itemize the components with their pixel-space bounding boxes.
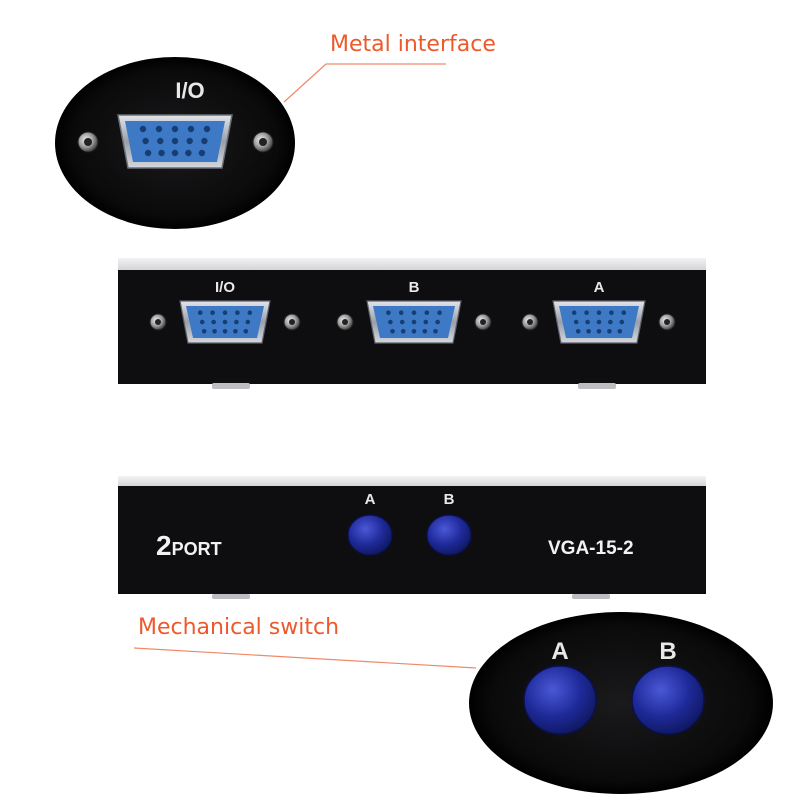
button-a-front [347,514,393,556]
vga-pin-hole [201,329,207,334]
vga-pin-hole [437,310,442,316]
vga-pin-hole [142,137,149,145]
callout-mechanical-switch: Mechanical switch [138,615,340,640]
screw-io-left [149,313,167,331]
zoom-button-label-b: B [659,638,677,665]
vga-pin-hole [400,329,406,334]
vga-pin-hole [386,310,391,316]
model-number: VGA-15-2 [548,538,634,559]
vga-pin-hole [596,310,602,316]
screw-zoom-left [77,131,99,153]
vga-pin-hole [398,310,404,316]
vga-pin-hole [222,329,228,334]
vga-pin-hole [199,319,205,325]
vga-pin-hole [186,137,193,145]
vga-pin-hole [171,125,179,133]
vga-pin-hole [399,319,405,325]
vga-pin-hole [584,310,589,316]
vga-pin-hole [222,310,228,316]
vga-pin-hole [609,310,614,316]
zoom-port-label: I/O [175,78,205,103]
rear-port-label-b: B [408,279,420,296]
screw-zoom-right [252,131,274,153]
vga-pin-hole [596,319,602,325]
front-panel [118,476,706,599]
front-button-label-b: B [443,491,455,508]
vga-pin-hole [245,319,251,325]
callout-line-top [283,63,446,103]
vga-pin-hole [621,310,627,316]
vga-pin-hole [424,310,430,316]
screw-a-left [521,313,539,331]
vga-pin-hole [571,310,577,316]
vga-pin-hole [201,137,208,145]
vga-pin-hole [203,125,211,133]
vga-pin-hole [197,310,203,316]
rear-port-label-io: I/O [214,279,235,296]
vga-pin-hole [585,319,590,325]
zoom-lens-top [55,57,295,229]
vga-pin-hole [187,125,195,133]
vga-pin-hole [171,137,179,145]
rear-port-label-a: A [593,279,605,296]
button-b-zoom [631,665,705,735]
rear-panel [118,258,706,389]
zoom-lens-bottom [469,612,773,794]
vga-pin-hole [422,329,428,334]
vga-pin-hole [144,149,152,157]
vga-pin-hole [411,329,417,334]
button-a-zoom [523,665,597,735]
vga-pin-hole [607,329,612,334]
vga-pin-hole [210,310,215,316]
vga-pin-hole [198,149,206,157]
vga-pin-hole [212,329,217,334]
vga-pin-hole [233,329,238,334]
vga-pin-hole [155,125,163,133]
callout-line-bottom [133,647,477,669]
vga-pin-hole [171,149,179,157]
vga-pin-hole [619,319,625,325]
vga-pin-hole [617,329,623,334]
vga-pin-hole [433,329,438,334]
vga-pin-hole [435,319,440,325]
vga-pin-hole [211,319,216,325]
vga-pin-hole [423,319,429,325]
vga-pin-hole [596,329,602,334]
button-b-front [426,514,472,556]
vga-pin-hole [411,319,417,325]
vga-pin-hole [185,149,192,157]
vga-pin-hole [411,310,417,316]
vga-pin-hole [575,329,581,334]
vga-pin-hole [243,329,249,334]
vga-pin-hole [247,310,253,316]
vga-pin-hole [586,329,591,334]
vga-pin-hole [573,319,579,325]
front-button-label-a: A [364,491,376,508]
screw-a-right [658,313,676,331]
screw-io-right [283,313,301,331]
vga-pin-hole [608,319,613,325]
vga-pin-hole [390,329,395,334]
callout-metal-interface: Metal interface [330,32,496,57]
vga-pin-hole [388,319,393,325]
zoom-button-label-a: A [551,638,569,665]
brand-2port: 2PORT [156,532,222,560]
vga-pin-hole [158,149,165,157]
vga-port-zoom [117,114,233,169]
brand-number: 2 [156,530,172,561]
vga-pin-hole [235,310,240,316]
vga-pin-hole [157,137,164,145]
brand-word: PORT [171,539,222,559]
screw-b-left [336,313,354,331]
vga-pin-hole [234,319,239,325]
screw-b-right [474,313,492,331]
vga-pin-hole [139,125,147,133]
vga-pin-hole [222,319,228,325]
